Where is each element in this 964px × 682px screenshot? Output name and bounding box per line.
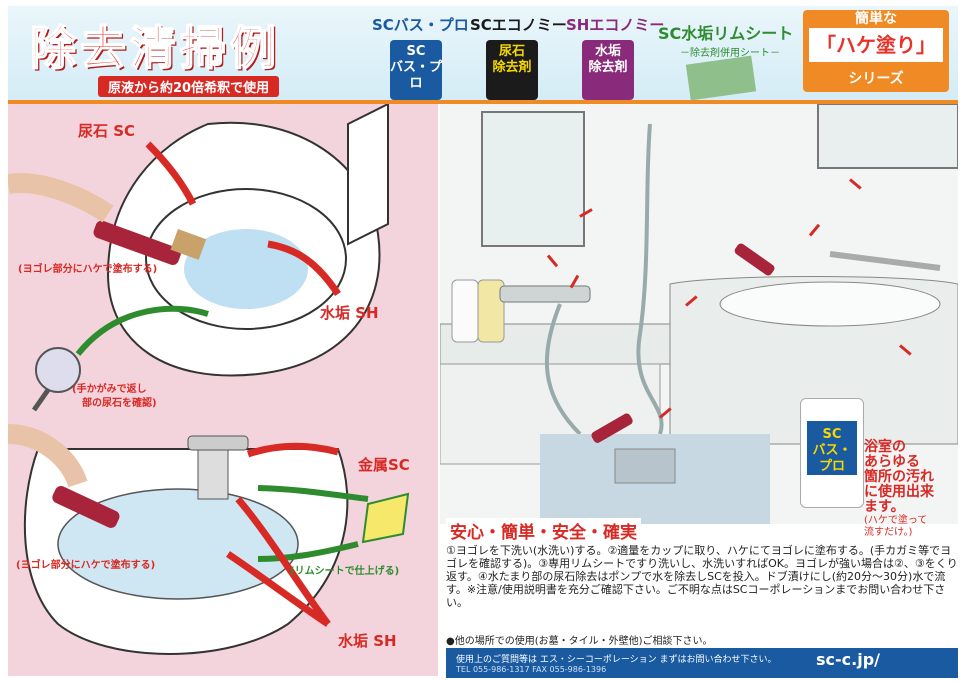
bath-pro-bottle: SC バス・プロ bbox=[800, 398, 864, 508]
product-name-bath-pro: SCバス・プロ bbox=[372, 16, 469, 34]
instructions-text: ①ヨゴレを下洗い(水洗い)する。②適量をカップに取り、ハケにてヨゴレに塗布する。… bbox=[446, 544, 958, 609]
other-use-note: ●他の場所での使用(お墓・タイル・外壁他)ご相談下さい。 bbox=[446, 636, 713, 647]
rimsheet-sub: －除去剤併用シート－ bbox=[680, 48, 780, 59]
bath-pro-headline: 浴室の あらゆる 箇所の汚れ に使用出来 ます。 bbox=[864, 439, 934, 515]
series-line-3: シリーズ bbox=[848, 71, 904, 87]
product-name-sh-economy: SHエコノミー bbox=[566, 16, 665, 34]
header-band: 除去清掃例 原液から約20倍希釈で使用 SCバス・プロ SCエコノミー SHエコ… bbox=[8, 6, 958, 104]
label-rimsheet-note: (リムシートで仕上げる) bbox=[290, 566, 400, 577]
toilet-sink-illustration bbox=[8, 104, 410, 655]
label-mirror-note-1: (手かがみで返し bbox=[72, 384, 147, 395]
bath-pro-bottle-label: SC バス・プロ bbox=[807, 421, 857, 475]
label-toilet-brush-note: (ヨゴレ部分にハケで塗布する) bbox=[18, 264, 158, 275]
label-sink-mizuaka-sh: 水垢 SH bbox=[338, 632, 397, 650]
footer-tel-fax: TEL 055-986-1317 FAX 055-986-1396 bbox=[456, 665, 607, 674]
bottle-bath-pro: SC バス・プロ bbox=[390, 40, 442, 100]
page-title: 除去清掃例 bbox=[29, 20, 280, 76]
label-toilet-mizuaka-sh: 水垢 SH bbox=[320, 304, 379, 322]
label-kinzoku-sc: 金属SC bbox=[358, 456, 410, 474]
rimsheet-name: SC水垢リムシート bbox=[658, 24, 794, 43]
label-sink-brush-note: (ヨゴレ部分にハケで塗布する) bbox=[16, 560, 156, 571]
contact-footer: 使用上のご質問等は エス・シーコーポレーション まずはお問い合わせ下さい。 TE… bbox=[446, 648, 958, 678]
bathroom-panel bbox=[440, 104, 958, 524]
bottle-mizuaka: 水垢 除去剤 bbox=[582, 40, 634, 100]
series-badge: 簡単な 「ハケ塗り」 シリーズ bbox=[803, 10, 949, 92]
label-nyoseki-sc: 尿石 SC bbox=[78, 122, 136, 140]
bath-pro-note: (ハケで塗って 流すだけ。) bbox=[864, 515, 928, 538]
toilet-sink-panel: 尿石 SC (ヨゴレ部分にハケで塗布する) 水垢 SH (手かがみで返し 部の尿… bbox=[8, 104, 438, 676]
dilution-note: 原液から約20倍希釈で使用 bbox=[98, 76, 280, 97]
label-mirror-note-2: 部の尿石を確認) bbox=[82, 398, 157, 409]
bathroom-illustration bbox=[440, 104, 958, 524]
footer-contact-line: 使用上のご質問等は エス・シーコーポレーション まずはお問い合わせ下さい。 bbox=[456, 655, 777, 665]
product-name-sc-economy: SCエコノミー bbox=[470, 16, 567, 34]
footer-url-link[interactable]: sc-c.jp/ bbox=[816, 650, 880, 669]
bottle-nyoseki: 尿石 除去剤 bbox=[486, 40, 538, 100]
series-line-2: 「ハケ塗り」 bbox=[809, 28, 943, 62]
bath-pro-callout: 浴室の あらゆる 箇所の汚れ に使用出来 ます。 (ハケで塗って 流すだけ。) bbox=[864, 439, 958, 539]
rimsheet-pad-image bbox=[685, 55, 757, 101]
series-line-1: 簡単な bbox=[855, 11, 897, 27]
safety-heading: 安心・簡単・安全・確実 bbox=[446, 518, 641, 543]
